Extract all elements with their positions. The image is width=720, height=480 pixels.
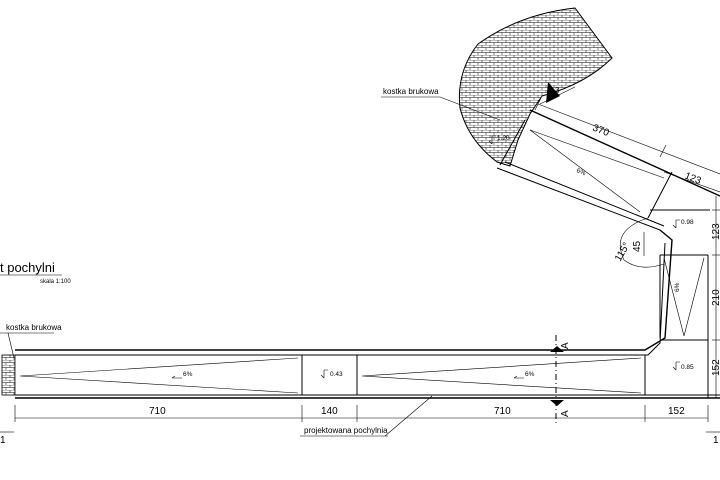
diagonal-ramp-inner2 <box>504 161 665 227</box>
ramp1-slope: 6% <box>183 371 193 378</box>
ramp-outline-inner <box>15 242 666 356</box>
top-level: 1.20 <box>497 135 510 142</box>
section-arrow-bottom <box>550 400 564 406</box>
paving-left-leader-tick <box>7 332 15 359</box>
plan-title: t pochylni <box>0 260 55 275</box>
section-mark-bottom: A <box>560 410 571 417</box>
mid-level-mark <box>672 219 680 229</box>
plan-scale: skala 1:100 <box>40 279 71 285</box>
diagonal-ramp-top-end <box>499 119 526 166</box>
paving-top-leader-tick <box>439 96 501 121</box>
diag-short-dim-line <box>663 171 720 193</box>
dim-run1: 710 <box>149 406 166 417</box>
ramp1-arrow <box>171 375 182 379</box>
paving-patch-left <box>1 354 16 396</box>
marker-3-line <box>539 86 576 105</box>
diagonal-ramp-wedge <box>529 129 665 213</box>
marker-3-arrow <box>546 82 560 103</box>
vertical-ramp-wedge <box>663 257 705 337</box>
diagonal-ramp-outer <box>529 109 720 197</box>
vertical-ramp-slope: 6% <box>674 282 681 292</box>
ramp1-wedge <box>19 357 299 394</box>
section-mark-top: A <box>560 342 571 349</box>
corner-level: 0.85 <box>681 364 694 371</box>
diag-dim-tick1 <box>534 97 542 111</box>
corner-level-mark <box>672 361 680 371</box>
diagonal-ramp-bottom-end <box>647 171 673 219</box>
landing1-level-mark <box>320 369 328 379</box>
diagonal-ramp-slope: 6% <box>575 167 587 177</box>
ramp2-slope: 6% <box>525 371 535 378</box>
dim-corner: 152 <box>668 406 685 417</box>
marker-3: 3 <box>555 86 560 95</box>
diag-long-dim: 370 <box>591 123 611 140</box>
right-end-marker: 1 <box>713 435 719 446</box>
diag-dim-tick2 <box>659 144 667 158</box>
paving-patch-top <box>458 7 613 167</box>
mid-level: 0.98 <box>681 219 694 226</box>
left-end-marker: 1 <box>0 435 6 446</box>
paving-top-label: kostka brukowa <box>383 87 439 96</box>
paving-left-label: kostka brukowa <box>6 323 62 332</box>
ramp2-wedge <box>361 357 642 394</box>
projected-ramp-leader <box>384 395 433 437</box>
section-arrow-top <box>550 346 564 352</box>
projected-ramp-label: projektowana pochylnia <box>304 426 388 435</box>
right-top-dim: 123 <box>711 223 720 240</box>
diagonal-ramp-inner <box>496 167 661 231</box>
top-level-mark <box>488 135 496 145</box>
angle-arc <box>620 217 665 268</box>
right-bottom-dim: 152 <box>711 359 720 376</box>
diag-dim-line <box>537 103 720 175</box>
landing1-level: 0.43 <box>330 371 343 378</box>
ramp-outline-outer <box>15 229 673 351</box>
angle-label: 115° <box>613 241 633 264</box>
dim-run2: 710 <box>494 406 511 417</box>
right-mid-dim: 210 <box>711 289 720 306</box>
ramp2-arrow <box>513 375 524 379</box>
small-45-dim: 45 <box>632 240 643 252</box>
dim-landing1: 140 <box>321 406 338 417</box>
